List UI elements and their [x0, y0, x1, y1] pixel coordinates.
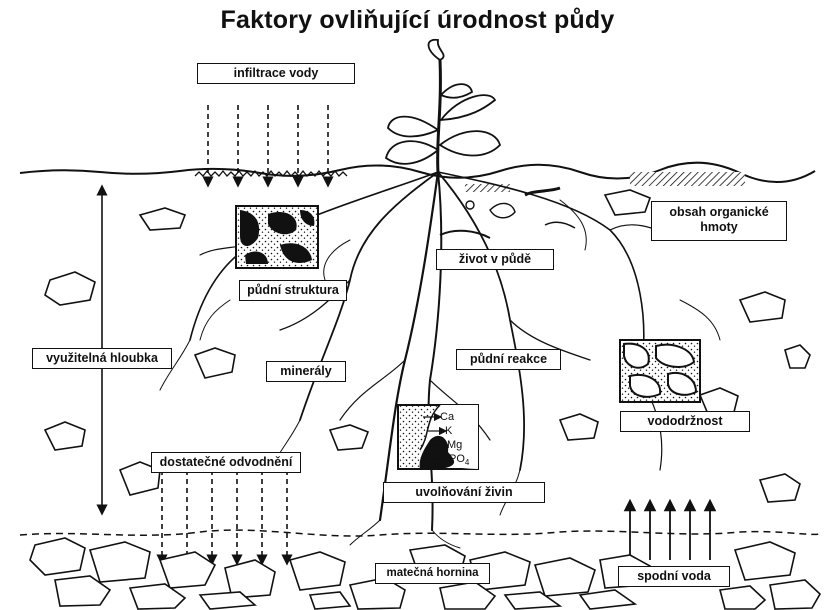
label-sufficient-drainage: dostatečné odvodnění	[151, 452, 301, 473]
nutrient-po4: PO4	[449, 453, 469, 469]
label-minerals: minerály	[266, 361, 346, 382]
surface-litter-hatch	[630, 172, 745, 186]
plant-stem	[436, 59, 442, 173]
parent-rock-boundary	[19, 529, 821, 537]
soil-organisms	[439, 186, 576, 239]
soil-surface-line	[19, 161, 816, 183]
nutrient-arrows	[423, 412, 452, 464]
diagram-title: Faktory ovliňující úrodnost půdy	[220, 6, 615, 34]
label-usable-depth: využitelná hloubka	[32, 348, 172, 369]
soil-stones	[43, 189, 811, 503]
nutrient-k: K	[445, 425, 453, 437]
label-groundwater: spodní voda	[618, 566, 730, 587]
plant-leaf	[438, 130, 502, 157]
nutrient-po: PO	[449, 453, 465, 465]
plant-leaf	[439, 83, 474, 99]
groundwater-arrows	[623, 498, 717, 560]
surface-litter-hatch	[465, 184, 510, 192]
infiltration-arrows	[202, 105, 334, 188]
label-soil-reaction: půdní reakce	[456, 349, 561, 370]
drainage-arrows	[156, 470, 293, 566]
label-water-infiltration: infiltrace vody	[197, 63, 355, 84]
soil-structure-sample	[235, 205, 319, 269]
water-retention-sample	[619, 339, 701, 403]
plant-leaf	[384, 140, 440, 165]
nutrient-po4-subscript: 4	[464, 458, 470, 468]
label-nutrient-release: uvolňování živin	[383, 482, 545, 503]
label-soil-structure: půdní struktura	[239, 280, 347, 301]
plant-leaf	[387, 115, 440, 138]
surface-grass	[194, 169, 348, 177]
plant-leaf	[427, 38, 445, 62]
label-water-retention: vododržnost	[620, 411, 750, 432]
nutrient-ca: Ca	[440, 411, 455, 423]
label-organic-matter: obsah organické hmoty	[651, 201, 787, 241]
nutrient-mg: Mg	[447, 439, 463, 451]
label-parent-rock: matečná hornina	[375, 563, 490, 584]
label-life-in-soil: život v půdě	[436, 249, 554, 270]
plant-leaf	[439, 94, 497, 122]
